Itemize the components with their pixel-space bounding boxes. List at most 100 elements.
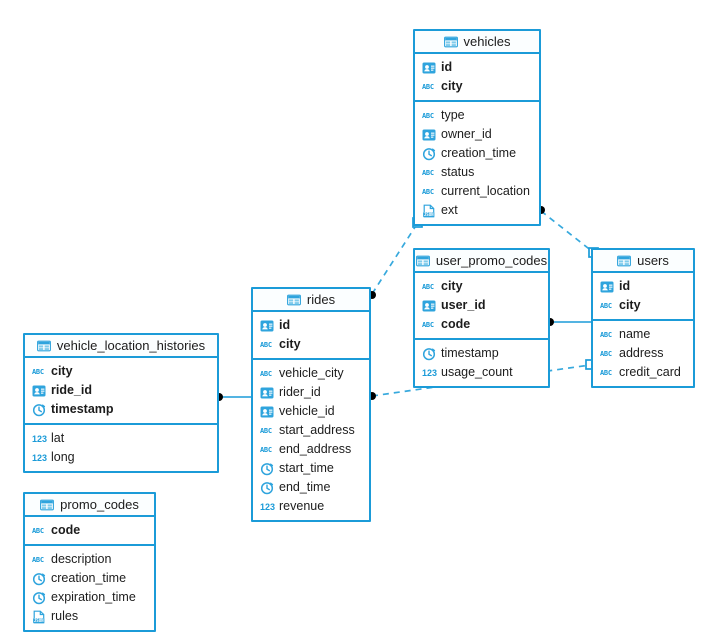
number-type-icon: 123 xyxy=(32,433,48,444)
abc-type-icon: ABC xyxy=(260,445,272,454)
abc-type-icon: ABC xyxy=(422,282,434,291)
column-row[interactable]: id xyxy=(415,58,539,77)
column-row[interactable]: timestamp xyxy=(415,344,548,363)
column-row[interactable]: ABC start_address xyxy=(253,421,369,440)
json-document-icon: JSON xyxy=(422,204,436,218)
table-title: vehicle_location_histories xyxy=(56,338,206,353)
column-name: description xyxy=(51,552,112,567)
edge-upc-to-users[interactable] xyxy=(546,318,592,326)
column-name: id xyxy=(441,60,453,75)
column-row[interactable]: expiration_time xyxy=(25,588,154,607)
clock-icon xyxy=(422,347,436,361)
table-title: users xyxy=(637,253,669,268)
abc-type-icon: ABC xyxy=(32,526,44,535)
table-header[interactable]: vehicles xyxy=(415,31,539,54)
column-row[interactable]: user_id xyxy=(415,296,548,315)
table-header[interactable]: rides xyxy=(253,289,369,312)
column-row[interactable]: creation_time xyxy=(415,144,539,163)
column-name: ride_id xyxy=(51,383,92,398)
column-row[interactable]: timestamp xyxy=(25,400,217,419)
column-name: revenue xyxy=(279,499,325,514)
abc-type-icon: ABC xyxy=(422,187,434,196)
column-name: vehicle_id xyxy=(279,404,335,419)
column-name: credit_card xyxy=(619,365,681,380)
column-row[interactable]: vehicle_id xyxy=(253,402,369,421)
column-row[interactable]: owner_id xyxy=(415,125,539,144)
column-row[interactable]: rider_id xyxy=(253,383,369,402)
column-row[interactable]: creation_time xyxy=(25,569,154,588)
table-title: vehicles xyxy=(463,34,511,49)
table-icon xyxy=(40,498,55,512)
column-name: city xyxy=(279,337,301,352)
table-header[interactable]: users xyxy=(593,250,693,273)
column-name: current_location xyxy=(441,184,530,199)
contact-card-icon xyxy=(422,299,436,313)
table-header[interactable]: vehicle_location_histories xyxy=(25,335,217,358)
contact-card-icon xyxy=(422,61,436,75)
table-icon xyxy=(415,254,430,268)
column-name: start_address xyxy=(279,423,355,438)
json-document-icon: JSON xyxy=(32,610,46,624)
column-name: city xyxy=(51,364,73,379)
edge-vlh-to-rides[interactable] xyxy=(215,393,252,401)
column-row[interactable]: id xyxy=(253,316,369,335)
column-row[interactable]: ABC city xyxy=(253,335,369,354)
contact-card-icon xyxy=(260,405,274,419)
column-row[interactable]: ride_id xyxy=(25,381,217,400)
column-row[interactable]: ABC current_location xyxy=(415,182,539,201)
abc-type-icon: ABC xyxy=(600,349,612,358)
table-header[interactable]: promo_codes xyxy=(25,494,154,517)
column-row[interactable]: end_time xyxy=(253,478,369,497)
abc-type-icon: ABC xyxy=(422,320,434,329)
column-name: vehicle_city xyxy=(279,366,344,381)
column-row[interactable]: start_time xyxy=(253,459,369,478)
column-row[interactable]: id xyxy=(593,277,693,296)
column-name: creation_time xyxy=(441,146,517,161)
abc-type-icon: ABC xyxy=(260,426,272,435)
table-title: user_promo_codes xyxy=(435,253,548,268)
table-header[interactable]: user_promo_codes xyxy=(415,250,548,273)
column-name: creation_time xyxy=(51,571,127,586)
abc-type-icon: ABC xyxy=(422,168,434,177)
column-name: type xyxy=(441,108,465,123)
column-name: owner_id xyxy=(441,127,492,142)
table-title: promo_codes xyxy=(60,497,139,512)
abc-type-icon: ABC xyxy=(260,340,272,349)
